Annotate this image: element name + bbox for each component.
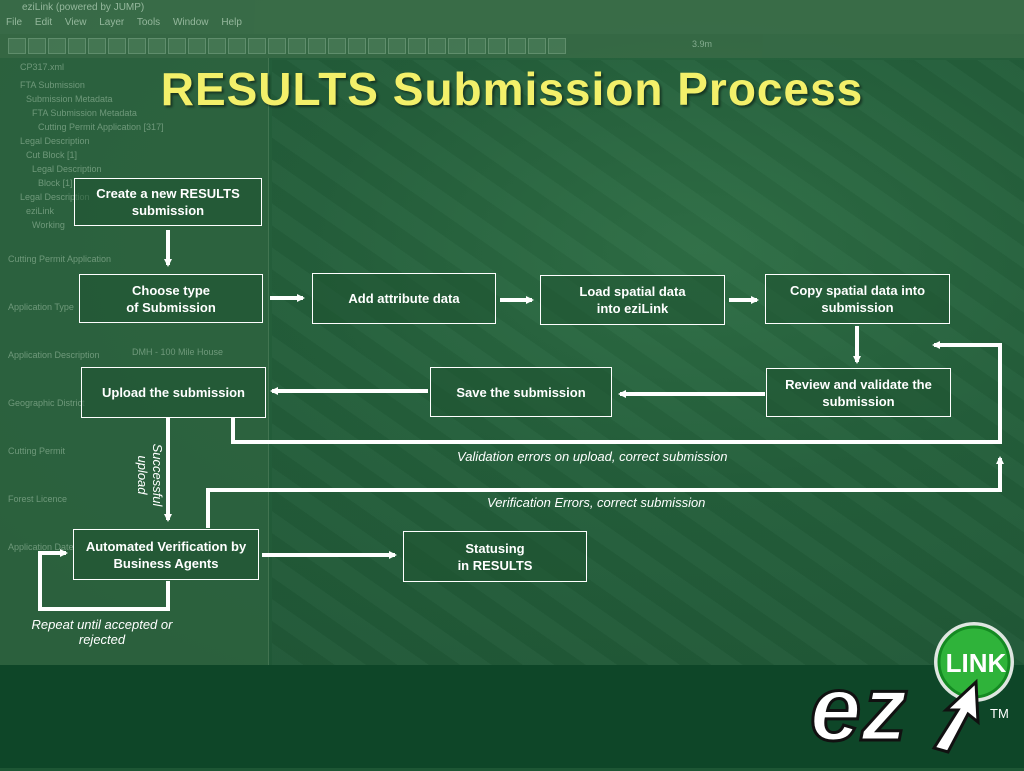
background-panel-item: FTA Submission (20, 80, 85, 90)
background-toolbar-icon (468, 38, 486, 54)
step-create-submission: Create a new RESULTS submission (74, 178, 262, 226)
background-panel-item: Legal Description (20, 192, 90, 202)
step-review-label: Review and validate the submission (785, 376, 932, 409)
background-panel-field: Cutting Permit Application (8, 254, 112, 264)
background-panel-item: Cut Block [1] (26, 150, 78, 160)
background-menu-item: File (6, 17, 35, 28)
background-toolbar-icon (208, 38, 226, 54)
note-successful-upload: Successful upload (135, 443, 165, 507)
background-scale-label: 3.9m (692, 39, 713, 49)
step-add-attribute: Add attribute data (312, 273, 496, 324)
background-toolbar-icon (328, 38, 346, 54)
background-panel-item: Block [1] (38, 178, 73, 188)
background-toolbar-icon (168, 38, 186, 54)
note-verification-errors: Verification Errors, correct submission (487, 495, 706, 510)
logo-arrow-icon (931, 678, 980, 754)
loop-repeat-verification (38, 549, 170, 611)
step-save-label: Save the submission (456, 384, 586, 400)
background-panel-item: Legal Description (20, 136, 90, 146)
background-toolbar-icon (348, 38, 366, 54)
step-save-submission: Save the submission (430, 367, 612, 417)
background-panel-field: Application Description (8, 350, 100, 360)
background-toolbar-icon (508, 38, 526, 54)
background-toolbar-icon (228, 38, 246, 54)
background-panel-item: Submission Metadata (26, 94, 113, 104)
background-toolbar-icon (388, 38, 406, 54)
background-panel-field: Geographic District (8, 398, 85, 408)
background-toolbar-icon (108, 38, 126, 54)
background-toolbar-icon (288, 38, 306, 54)
background-field-value: DMH - 100 Mile House (132, 347, 224, 357)
background-menubar: eziLink (powered by JUMP) File Edit View… (0, 0, 1024, 34)
background-panel-item: Legal Description (32, 164, 102, 174)
background-toolbar-icon (28, 38, 46, 54)
background-toolbar-icon (48, 38, 66, 54)
step-load-label: Load spatial data into eziLink (579, 284, 686, 316)
background-toolbar-icon (528, 38, 546, 54)
step-attribute-label: Add attribute data (348, 291, 460, 306)
background-map (272, 60, 1024, 665)
background-toolbar-icon (148, 38, 166, 54)
background-toolbar-icon (408, 38, 426, 54)
background-panel-field: Application Type (8, 302, 74, 312)
loop-verification-errors (206, 456, 1004, 528)
background-panel-field: Forest Licence (8, 494, 68, 504)
background-toolbar-icon (88, 38, 106, 54)
logo-badge-text: LINK (946, 648, 1007, 678)
background-toolbar-icon (368, 38, 386, 54)
background-panel-item: eziLink (26, 206, 55, 216)
background-menu-item: Edit (34, 17, 65, 28)
background-toolbar-icon (268, 38, 286, 54)
background-menu-item: Tools (136, 17, 173, 28)
step-verify-label: Automated Verification by Business Agent… (85, 538, 247, 571)
step-choose-type: Choose type of Submission (79, 274, 263, 323)
step-status-label: Statusing in RESULTS (457, 540, 533, 573)
loop-validation-errors (231, 341, 1002, 444)
background-toolbar-icon (488, 38, 506, 54)
step-load-spatial: Load spatial data into eziLink (540, 275, 725, 325)
step-upload-submission: Upload the submission (81, 367, 266, 418)
logo-trademark: TM (990, 706, 1009, 721)
step-upload-label: Upload the submission (101, 385, 245, 400)
background-toolbar-icon (248, 38, 266, 54)
background-menu-item: Window (172, 17, 222, 28)
ezilink-logo-graphic: LINK ez TM (809, 622, 1014, 762)
note-repeat: Repeat until accepted or rejected (31, 617, 173, 647)
step-copy-label: Copy spatial data into submission (789, 283, 926, 315)
background-toolbar-icon (308, 38, 326, 54)
step-automated-verification: Automated Verification by Business Agent… (73, 529, 259, 580)
background-toolbar-icon (68, 38, 86, 54)
background-menu-item: Help (221, 17, 242, 28)
step-create-label: Create a new RESULTS submission (96, 186, 240, 218)
bottom-band (0, 665, 1024, 768)
background-toolbar-icon (8, 38, 26, 54)
background-window-title: eziLink (powered by JUMP) (22, 2, 145, 13)
background-toolbar: 3.9m (0, 34, 1024, 58)
step-statusing: Statusing in RESULTS (403, 531, 587, 582)
background-toolbar-icon (448, 38, 466, 54)
background-panel-field: Application Date (8, 542, 74, 552)
background-menu-item: View (64, 17, 100, 28)
background-toolbar-icon (188, 38, 206, 54)
background-toolbar-icon (128, 38, 146, 54)
slide-title: RESULTS Submission Process (160, 63, 864, 115)
ezilink-logo: LINK ez TM (808, 618, 1020, 766)
step-copy-spatial: Copy spatial data into submission (765, 274, 950, 324)
background-panel-item: Working (32, 220, 65, 230)
background-menu-items: File Edit View Layer Tools Window Help (6, 17, 242, 28)
background-toolbar-icon (548, 38, 566, 54)
background-panel-item: Cutting Permit Application [317] (38, 122, 164, 132)
background-panel-field: Cutting Permit (8, 446, 66, 456)
logo-ez-text: ez (810, 658, 907, 760)
step-review-validate: Review and validate the submission (766, 368, 951, 417)
step-choose-label: Choose type of Submission (126, 282, 216, 315)
background-doc-tab: CP317.xml (20, 62, 65, 72)
note-validation-errors: Validation errors on upload, correct sub… (457, 449, 728, 464)
background-menu-item: Layer (99, 17, 137, 28)
background-toolbar-icon (428, 38, 446, 54)
background-panel-item: FTA Submission Metadata (32, 108, 137, 118)
